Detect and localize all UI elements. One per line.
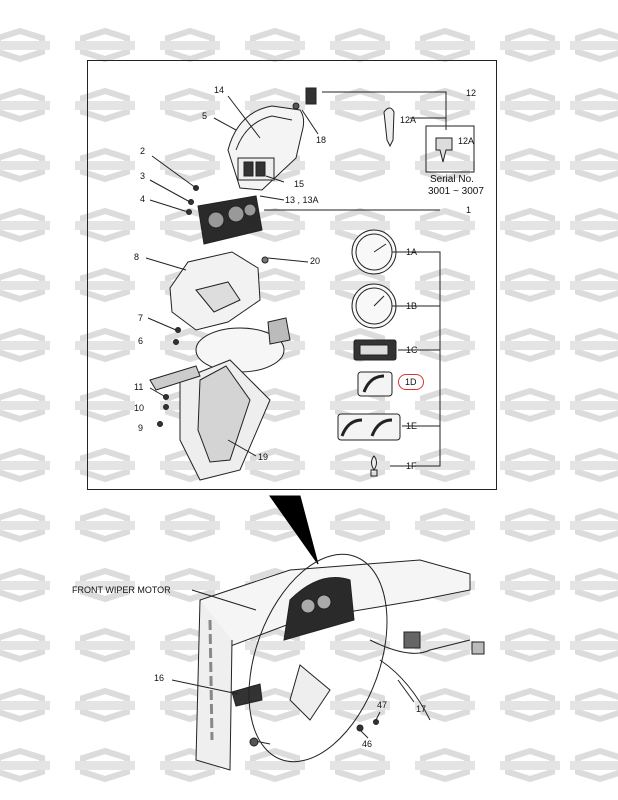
serial-range: 3001 ~ 3007: [428, 186, 484, 197]
dashboard-assembly: [195, 559, 485, 771]
callout-8: 8: [134, 252, 140, 262]
gauge-1C: [353, 339, 397, 361]
gauge-1D: [357, 371, 393, 397]
lower-cover: [169, 251, 261, 331]
callout-1A: 1A: [406, 247, 418, 257]
steering-column: [149, 317, 291, 481]
callout-7: 7: [138, 313, 144, 323]
callout-12: 12: [466, 88, 477, 98]
callout-14: 14: [214, 85, 225, 95]
callout-13-13A: 13 , 13A: [285, 195, 319, 205]
callout-1C: 1C: [406, 345, 418, 355]
callout-1E: 1E: [406, 421, 418, 431]
callout-2: 2: [140, 146, 146, 156]
callout-1F: 1F: [406, 461, 417, 471]
callout-16: 16: [154, 673, 165, 683]
serial-title: Serial No.: [430, 174, 474, 185]
callout-17: 17: [416, 704, 427, 714]
diagram-frame: [87, 60, 497, 490]
front-wiper-motor-label: FRONT WIPER MOTOR: [72, 585, 171, 595]
bulb-1F: [370, 455, 378, 477]
callout-46: 46: [362, 739, 373, 749]
callout-18: 18: [316, 135, 327, 145]
key-switch: [292, 87, 475, 173]
callout-47: 47: [377, 700, 388, 710]
callout-1D-highlighted[interactable]: 1D: [398, 374, 424, 390]
callout-3: 3: [140, 171, 146, 181]
callout-19: 19: [258, 452, 269, 462]
gauge-1B: [351, 283, 397, 329]
callout-10: 10: [134, 403, 145, 413]
callout-1: 1: [466, 205, 472, 215]
upper-cover: [227, 105, 305, 191]
callout-6: 6: [138, 336, 144, 346]
callout-5: 5: [202, 111, 208, 121]
callout-15: 15: [294, 179, 305, 189]
callout-11: 11: [134, 382, 144, 392]
callout-12A-key: 12A: [400, 115, 417, 125]
gauge-cluster: [197, 195, 263, 245]
callout-20: 20: [310, 256, 321, 266]
gauge-1A: [351, 229, 397, 275]
gauge-1E: [337, 413, 401, 441]
callout-12A-serial: 12A: [458, 136, 475, 146]
callout-9: 9: [138, 423, 144, 433]
callout-4: 4: [140, 194, 146, 204]
callout-1B: 1B: [406, 301, 418, 311]
